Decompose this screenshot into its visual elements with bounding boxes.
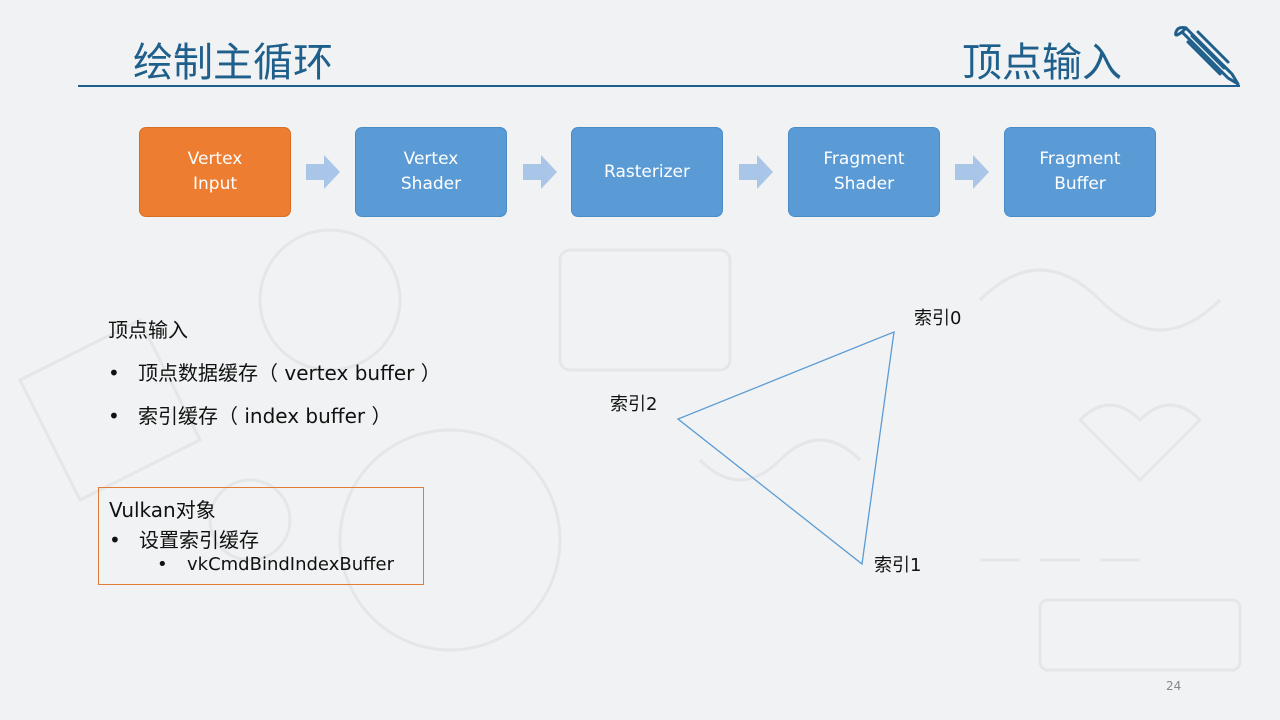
stage-rasterizer: Rasterizer	[571, 127, 723, 217]
chevron-right-arrow-icon	[306, 155, 340, 189]
page-title: 绘制主循环	[133, 40, 333, 86]
page-number: 24	[1166, 679, 1182, 693]
vulkan-object-item-text: 设置索引缓存	[139, 528, 259, 552]
vertex-label-1: 索引1	[874, 555, 922, 576]
vulkan-object-subitem: • vkCmdBindIndexBuffer	[157, 554, 394, 575]
vulkan-object-item: • 设置索引缓存	[109, 524, 259, 553]
bullet-item: • 顶点数据缓存（ vertex buffer ）	[108, 357, 441, 386]
title-divider	[78, 85, 1240, 87]
stage-vertex-input: Vertex Input	[139, 127, 291, 217]
stage-fragment-buffer: Fragment Buffer	[1004, 127, 1156, 217]
stage-vertex-shader: Vertex Shader	[355, 127, 507, 217]
stage-label: Fragment Shader	[823, 149, 905, 194]
chevron-right-arrow-icon	[955, 155, 989, 189]
bullet-glyph: •	[108, 404, 120, 428]
chevron-right-arrow-icon	[739, 155, 773, 189]
bullet-item: • 索引缓存（ index buffer ）	[108, 400, 391, 429]
vulkan-object-subitem-text: vkCmdBindIndexBuffer	[187, 554, 394, 575]
stage-label: Vertex Shader	[400, 149, 462, 194]
stage-label: Fragment Buffer	[1039, 149, 1121, 194]
bullet-text: 索引缓存（ index buffer ）	[138, 404, 392, 428]
content-heading: 顶点输入	[108, 318, 188, 342]
pencil-icon	[1174, 26, 1240, 86]
vertex-label-0: 索引0	[914, 308, 962, 329]
chevron-right-arrow-icon	[523, 155, 557, 189]
bullet-text: 顶点数据缓存（ vertex buffer ）	[138, 361, 441, 385]
stage-label: Vertex Input	[187, 149, 243, 194]
vulkan-object-box: Vulkan对象 •设置索引缓存 •vkCmdBindIndexBuffer	[98, 487, 424, 585]
vulkan-object-title: Vulkan对象	[109, 498, 216, 522]
section-title: 顶点输入	[962, 40, 1122, 86]
stage-fragment-shader: Fragment Shader	[788, 127, 940, 217]
bullet-glyph: •	[108, 361, 120, 385]
vertex-label-2: 索引2	[610, 394, 658, 415]
bullet-glyph: •	[157, 554, 168, 575]
bullet-glyph: •	[109, 528, 121, 552]
stage-label: Rasterizer	[604, 161, 690, 182]
